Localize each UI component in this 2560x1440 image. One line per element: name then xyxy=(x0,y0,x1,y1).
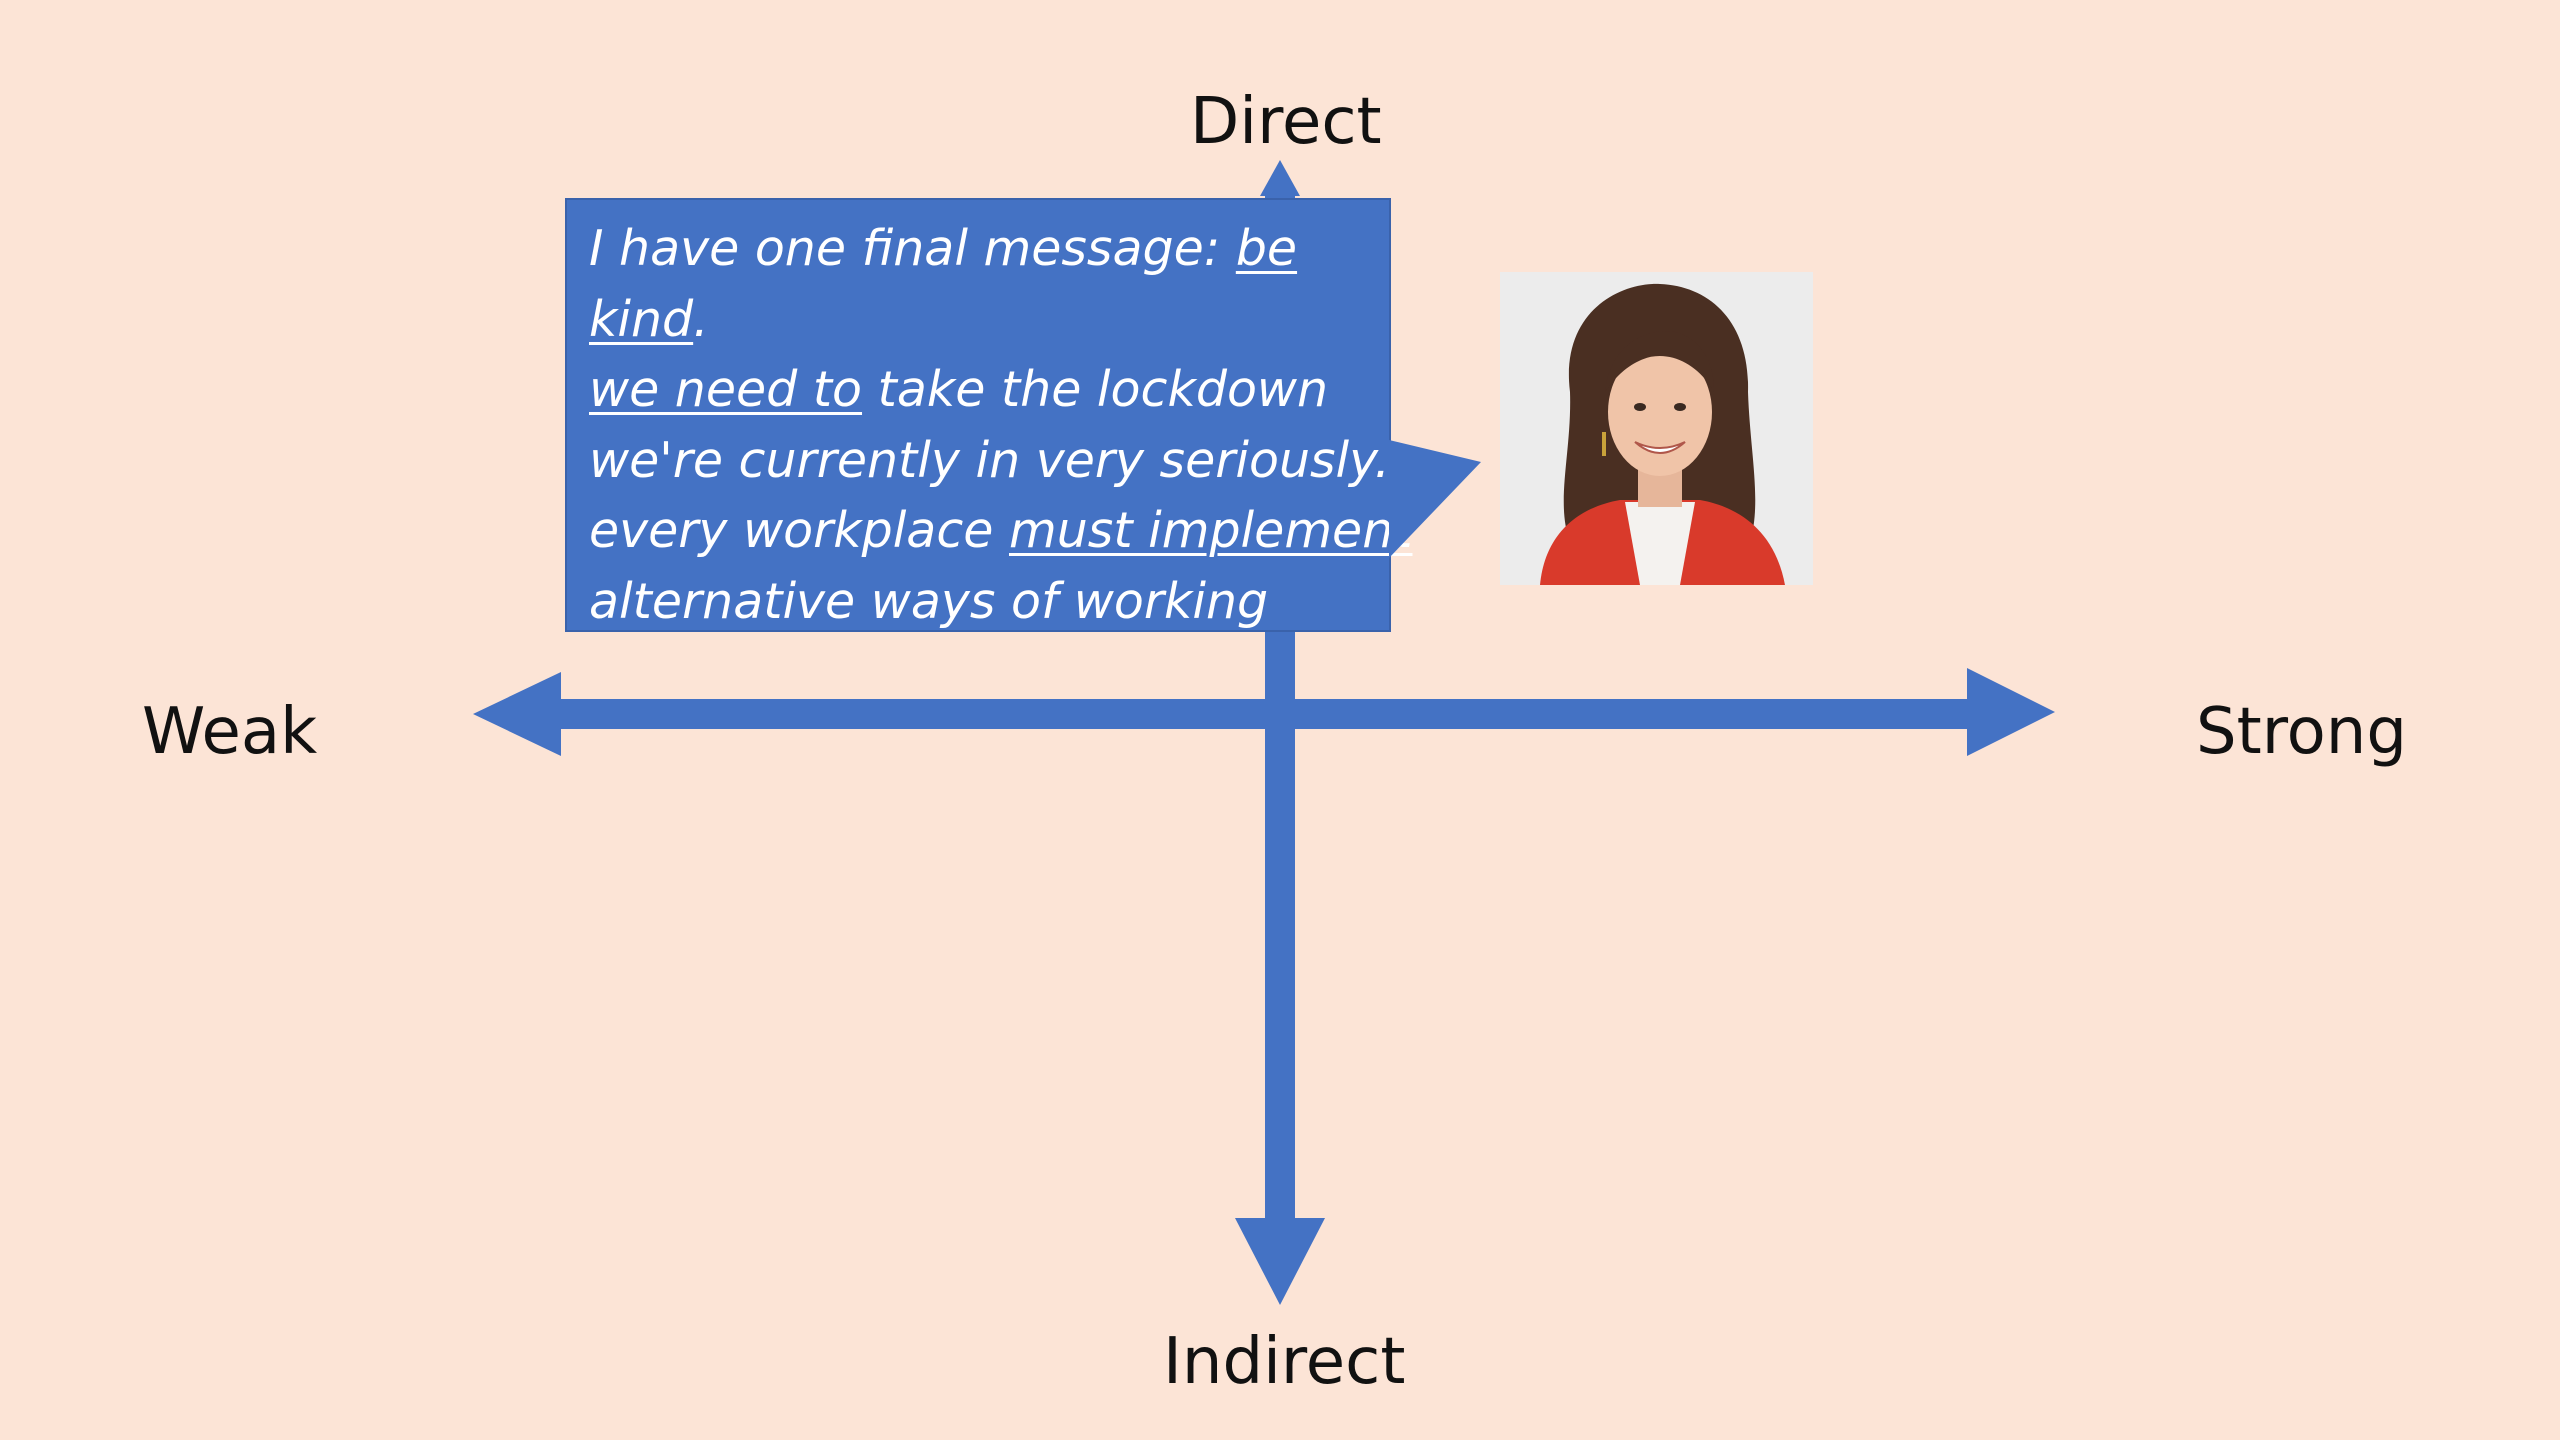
horizontal-axis-arrowhead-left xyxy=(473,672,561,756)
quote-line: alternative ways of working xyxy=(589,567,1367,638)
quote-line: every workplace must implement xyxy=(589,496,1412,567)
quote-line: kind. xyxy=(589,285,1367,356)
quote-line: we're currently in very seriously. xyxy=(589,426,1390,497)
quote-emphasis: kind xyxy=(589,290,694,348)
quote-text: take the lockdown xyxy=(862,361,1329,418)
quote-line: we need to take the lockdown xyxy=(589,355,1367,426)
axis-label-weak: Weak xyxy=(142,695,318,769)
portrait-icon xyxy=(1500,272,1813,585)
quote-text: every workplace xyxy=(589,502,1009,559)
quote-text: alternative ways of working xyxy=(589,572,1269,630)
quote-line: I have one final message: be xyxy=(589,214,1367,285)
vertical-axis-arrowhead-top xyxy=(1260,160,1300,196)
horizontal-axis-shaft xyxy=(555,699,1975,729)
quote-text: we're currently in very seriously. xyxy=(589,431,1390,489)
axis-label-strong: Strong xyxy=(2196,695,2407,769)
callout-tail xyxy=(1389,440,1481,558)
quote-emphasis: must implement xyxy=(1009,502,1413,559)
axis-label-indirect: Indirect xyxy=(1163,1325,1406,1399)
quote-emphasis: we need to xyxy=(589,361,863,418)
speaker-portrait xyxy=(1500,272,1813,585)
vertical-axis-arrowhead-bottom xyxy=(1235,1218,1325,1305)
horizontal-axis-arrowhead-right xyxy=(1967,668,2055,756)
quote-emphasis: be xyxy=(1235,220,1298,277)
quote-text: . xyxy=(693,290,709,348)
axis-label-direct: Direct xyxy=(1190,85,1382,159)
quote-text: I have one final message: xyxy=(589,220,1236,277)
